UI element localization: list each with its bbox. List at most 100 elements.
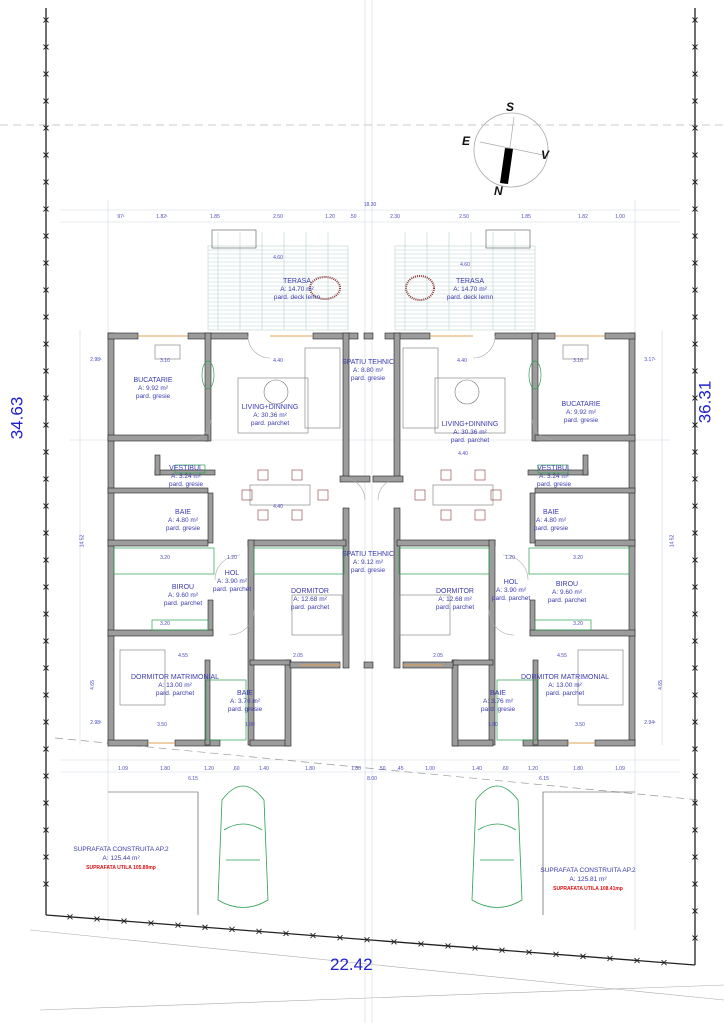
dashed-diagonal (54, 737, 701, 801)
compass-e: E (462, 134, 471, 148)
line (692, 98, 698, 104)
dim: 3.20 (573, 555, 583, 561)
chair-icon (309, 276, 341, 300)
line (43, 179, 49, 185)
dim: .50 (349, 214, 357, 220)
dim: 1.20 (204, 766, 214, 772)
dim: 4.60 (460, 262, 470, 268)
line (43, 449, 49, 455)
windows (138, 335, 605, 744)
line (43, 746, 49, 752)
dim: 1.00 (615, 214, 625, 220)
line (692, 800, 698, 806)
dim: 2.50 (459, 214, 469, 220)
dim: 4.40 (273, 358, 283, 364)
line (692, 584, 698, 590)
line (526, 949, 532, 956)
line (337, 934, 343, 941)
dim: 14.52 (79, 534, 86, 548)
dim: 97¹ (117, 214, 125, 220)
line (692, 503, 698, 509)
dim: 6.15 (539, 776, 549, 782)
line (692, 287, 698, 293)
line (692, 125, 698, 131)
line (692, 341, 698, 347)
line (43, 422, 49, 428)
line (692, 557, 698, 563)
dim: 1.09 (615, 766, 625, 772)
line (43, 233, 49, 239)
line (661, 959, 667, 966)
line (43, 584, 49, 590)
line (256, 928, 262, 935)
compass-v: V (541, 148, 550, 162)
line (43, 557, 49, 563)
line (634, 957, 640, 964)
line (692, 233, 698, 239)
line (418, 941, 424, 947)
line (43, 530, 49, 536)
compass-icon (473, 112, 549, 188)
compass-n: N (494, 184, 503, 198)
line (692, 692, 698, 698)
dim: 3.20 (160, 555, 170, 561)
terrace-stairs (211, 229, 531, 249)
line (692, 935, 698, 941)
line (692, 854, 698, 860)
dim: 14.52 (669, 534, 676, 548)
line (692, 908, 698, 914)
dim: 1.20 (325, 214, 335, 220)
parking-areas (108, 791, 635, 915)
dim: 3.20 (573, 621, 583, 627)
dim: 2.98¹ (90, 720, 102, 726)
line (692, 719, 698, 725)
line (43, 395, 49, 401)
dim: 1.80 (305, 766, 315, 772)
dim: 2.05 (293, 653, 303, 659)
car-icon (217, 785, 523, 908)
line (692, 44, 698, 50)
line (692, 530, 698, 536)
line (43, 665, 49, 671)
line (43, 206, 49, 212)
line (472, 945, 478, 951)
dim: 1.80 (573, 766, 583, 772)
line (607, 955, 613, 962)
dim: 2.94¹ (644, 720, 656, 726)
line (43, 260, 49, 266)
line (692, 665, 698, 671)
dim: 4.65 (89, 680, 96, 690)
line (692, 449, 698, 455)
dim: 2.98¹ (90, 357, 102, 363)
line (43, 611, 49, 617)
chair-icon (405, 275, 435, 301)
line (43, 476, 49, 482)
dim: 4.40 (457, 358, 467, 364)
line (94, 916, 100, 922)
line (499, 947, 505, 953)
line (43, 44, 49, 50)
total-width-dim: 18.30 (363, 202, 377, 208)
line (43, 287, 49, 293)
dim: 1.82 (578, 214, 588, 220)
walls (107, 332, 636, 747)
line (692, 314, 698, 320)
dim: 6.15 (188, 776, 198, 782)
dim: 1.20 (227, 555, 237, 561)
dim: 1.40 (259, 766, 269, 772)
